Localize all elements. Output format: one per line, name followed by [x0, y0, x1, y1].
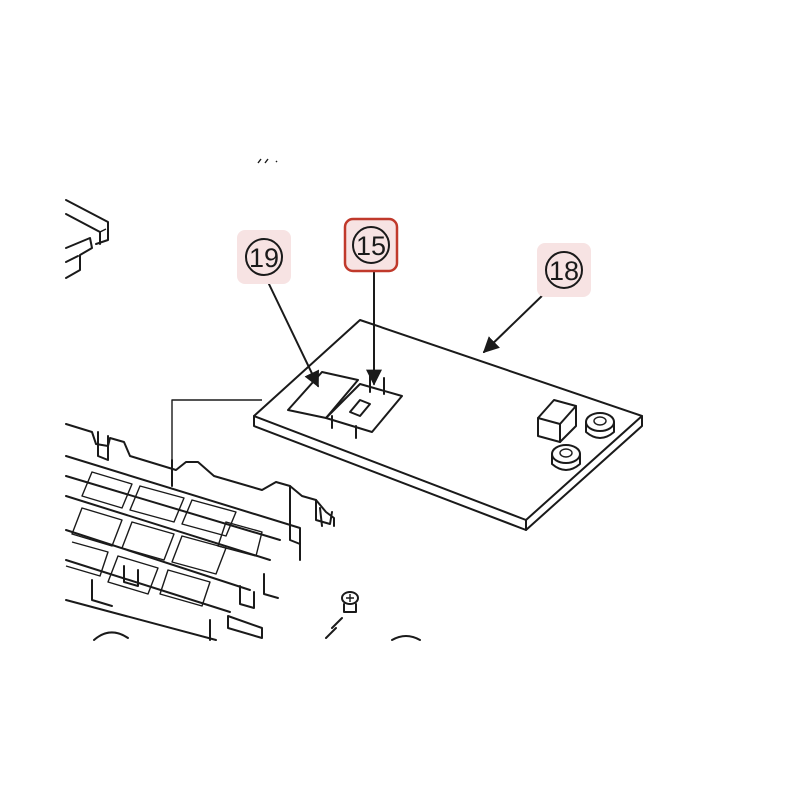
- connector-clip: [325, 375, 403, 439]
- circuit-board: [253, 319, 643, 531]
- ribbon-label: [287, 371, 359, 419]
- stray-marks: [257, 158, 278, 164]
- callout-19-label: 19: [249, 243, 279, 273]
- upper-housing-fragment: [65, 199, 109, 279]
- lower-frame-assembly: [65, 423, 421, 641]
- callout-18-arrow: [482, 291, 547, 354]
- callout-18: 18: [537, 243, 591, 297]
- screw: [325, 591, 359, 639]
- callout-19-arrow: [267, 281, 319, 388]
- callout-15: 15: [343, 217, 399, 273]
- callout-15-label: 15: [356, 231, 386, 261]
- assembly-leader-line: [171, 399, 262, 462]
- callout-19: 19: [237, 230, 291, 284]
- callout-18-label: 18: [549, 256, 579, 286]
